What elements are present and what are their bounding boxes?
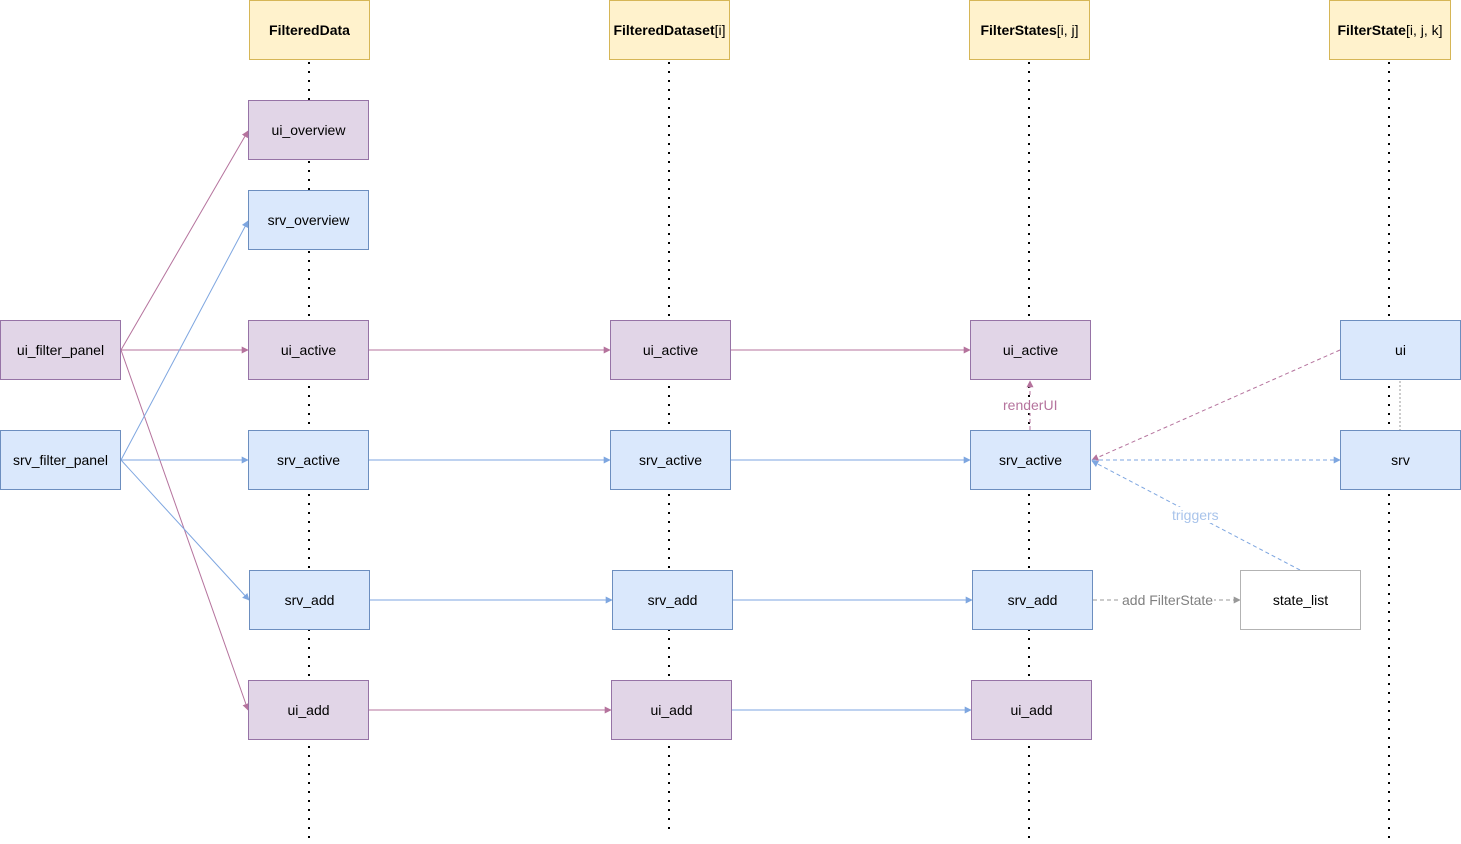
edge-fst-ui-to-fs-srvactive bbox=[1091, 349, 1341, 461]
node-filtereddataset-ui-add: ui_add bbox=[611, 680, 732, 740]
header-filtereddata: FilteredData bbox=[249, 0, 370, 60]
node-srv-filter-panel: srv_filter_panel bbox=[0, 430, 121, 490]
node-filterstate-srv: srv bbox=[1340, 430, 1461, 490]
edge-label-triggers: triggers bbox=[1171, 507, 1220, 523]
node-filtereddata-srv-overview: srv_overview bbox=[248, 190, 369, 250]
header-filterstate: FilterState[i, j, k] bbox=[1329, 0, 1451, 60]
node-filtereddataset-ui-active: ui_active bbox=[610, 320, 731, 380]
node-filtereddataset-srv-active: srv_active bbox=[610, 430, 731, 490]
edge-label-add-filterstate: add FilterState bbox=[1121, 592, 1215, 608]
node-ui-filter-panel: ui_filter_panel bbox=[0, 320, 121, 380]
node-filtereddata-ui-active: ui_active bbox=[248, 320, 369, 380]
edge-srvfp-to-srvadd bbox=[120, 459, 250, 601]
node-filterstates-ui-active: ui_active bbox=[970, 320, 1091, 380]
node-filtereddataset-srv-add: srv_add bbox=[612, 570, 733, 630]
node-filtereddata-srv-add: srv_add bbox=[249, 570, 370, 630]
node-filtereddata-srv-active: srv_active bbox=[248, 430, 369, 490]
header-filterstates: FilterStates[i, j] bbox=[969, 0, 1090, 60]
node-state-list: state_list bbox=[1240, 570, 1361, 630]
edge-uifp-to-uioverview bbox=[120, 130, 249, 351]
node-filterstates-ui-add: ui_add bbox=[971, 680, 1092, 740]
edge-srvfp-to-srvoverview bbox=[120, 220, 249, 461]
node-filterstate-ui: ui bbox=[1340, 320, 1461, 380]
node-filterstates-srv-add: srv_add bbox=[972, 570, 1093, 630]
node-filtereddata-ui-overview: ui_overview bbox=[248, 100, 369, 160]
node-filtereddata-ui-add: ui_add bbox=[248, 680, 369, 740]
node-filterstates-srv-active: srv_active bbox=[970, 430, 1091, 490]
edge-label-renderui: renderUI bbox=[1002, 397, 1059, 413]
header-filtereddataset: FilteredDataset[i] bbox=[609, 0, 730, 60]
